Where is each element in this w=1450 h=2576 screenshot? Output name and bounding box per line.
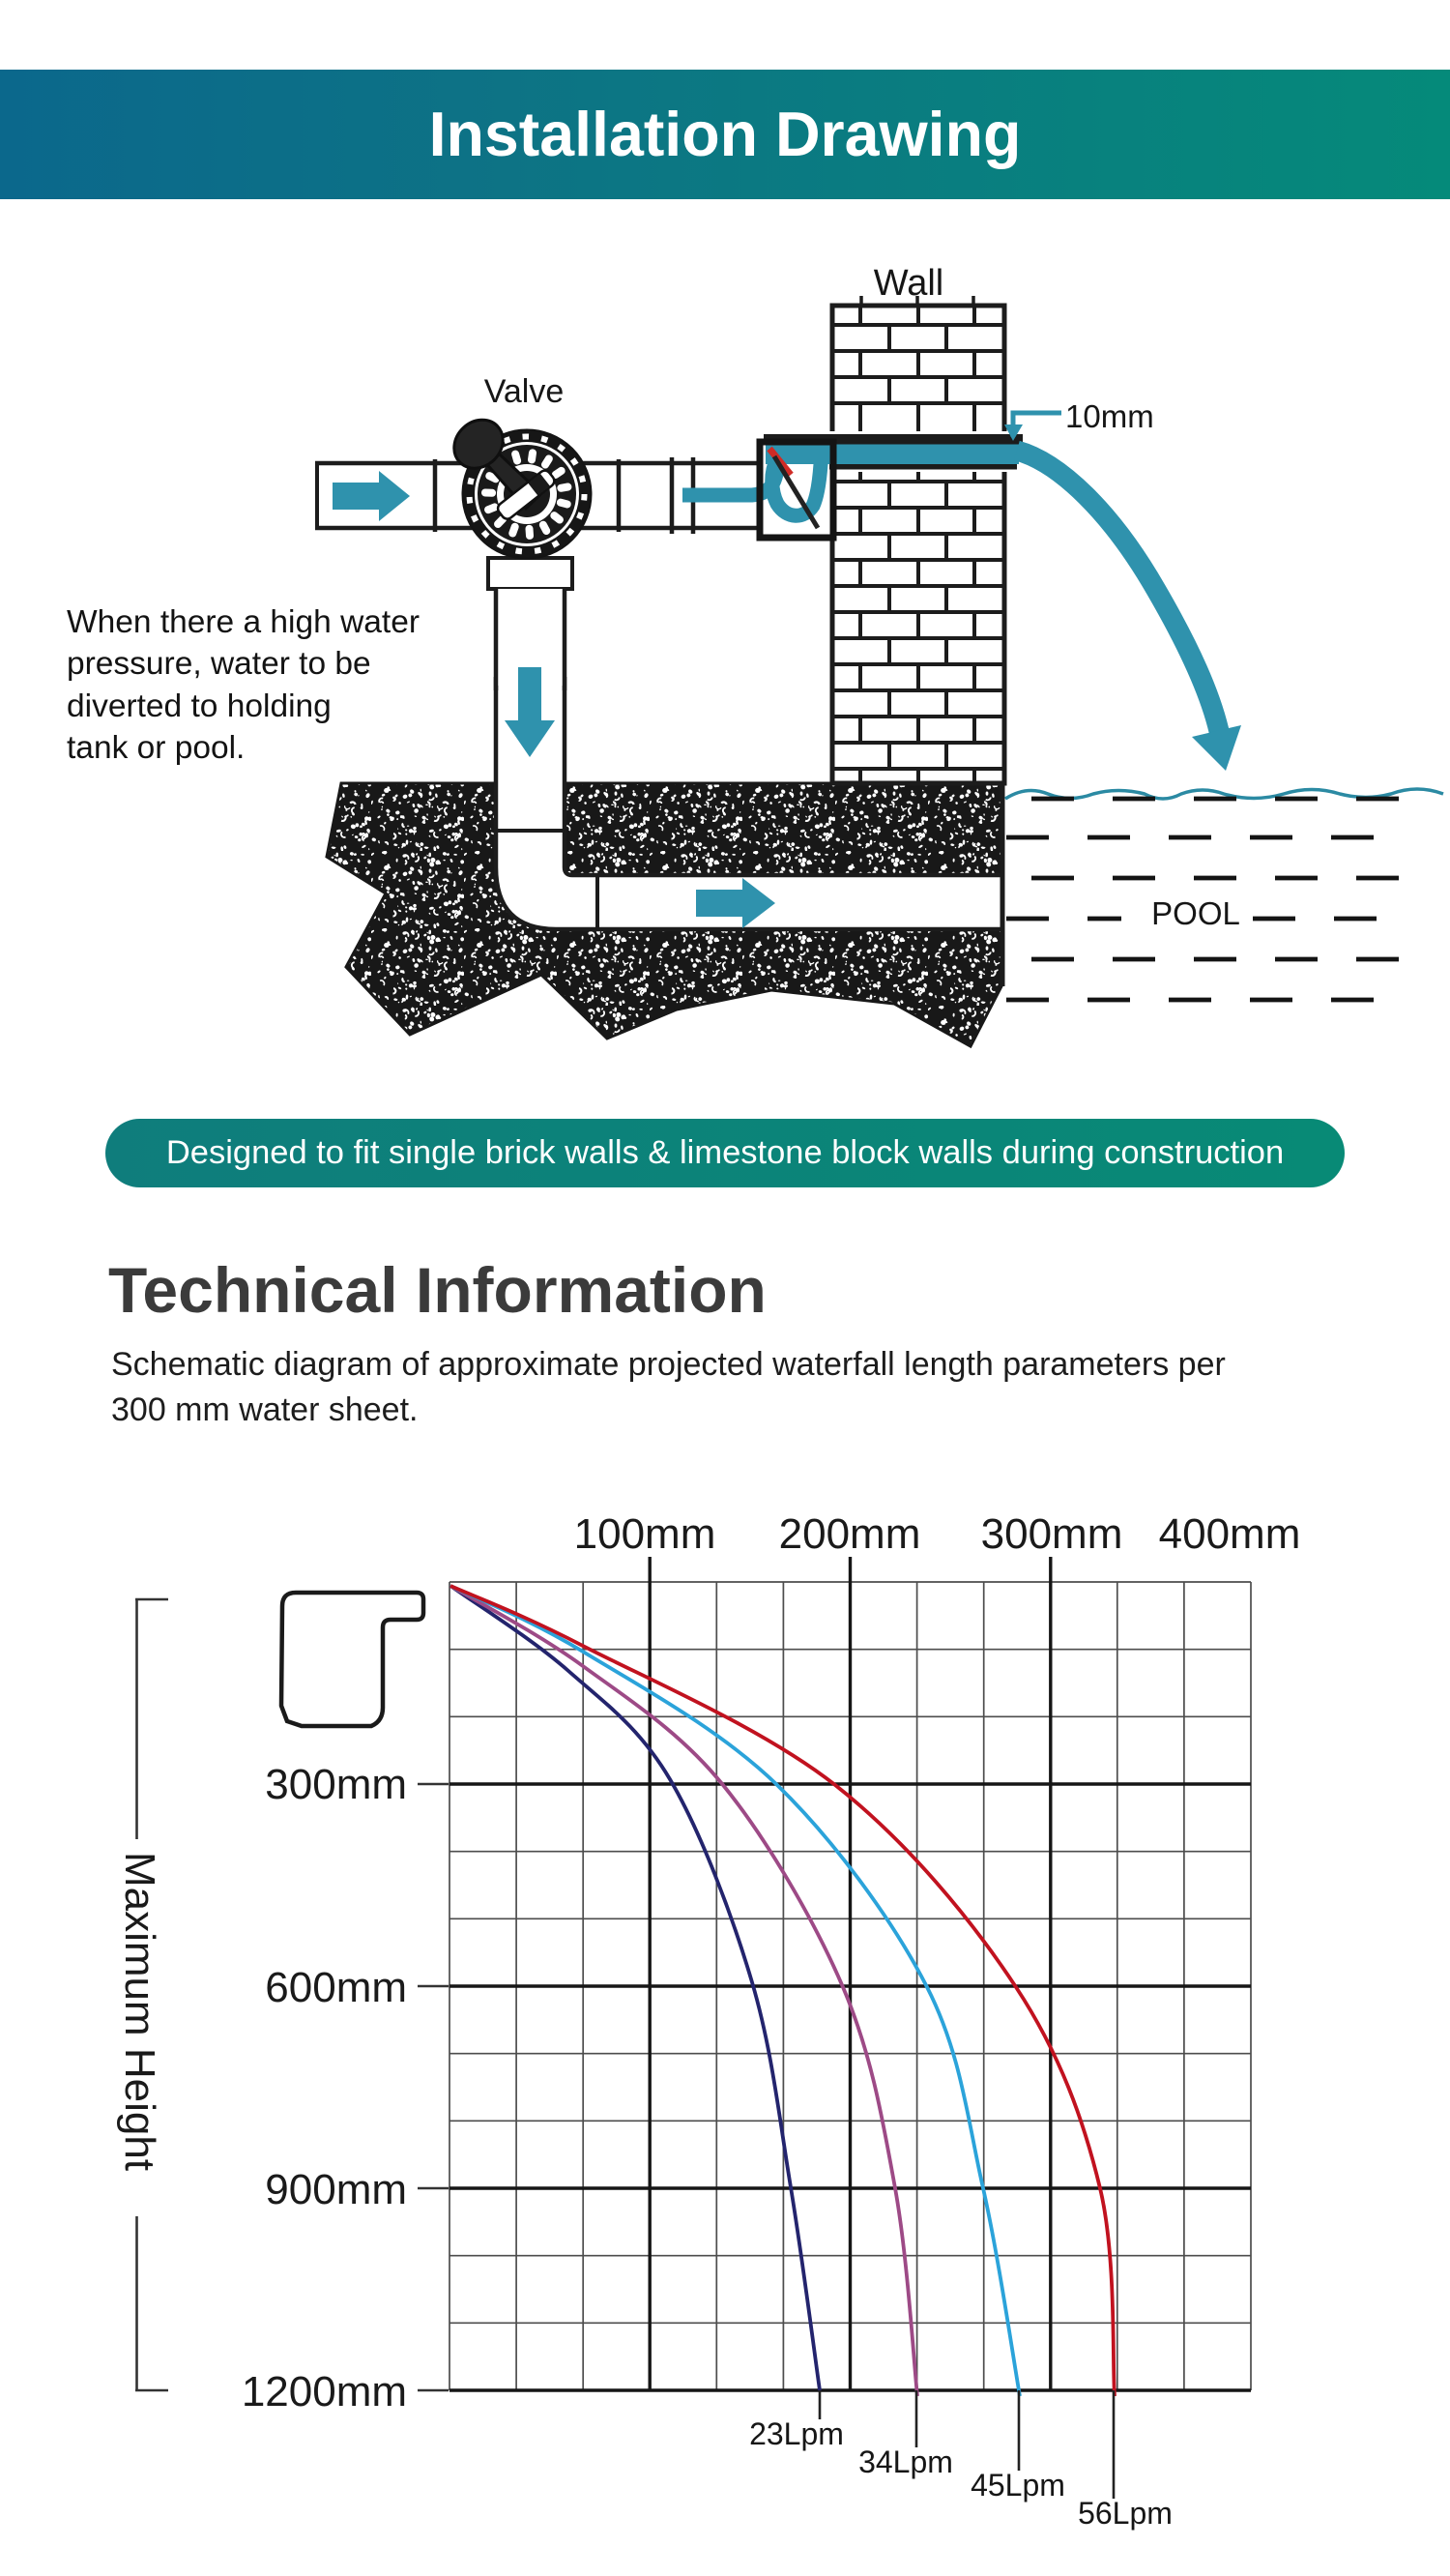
svg-text:10mm: 10mm <box>1065 398 1154 434</box>
svg-text:45Lpm: 45Lpm <box>971 2468 1065 2503</box>
svg-text:Maximum Height: Maximum Height <box>116 1852 163 2171</box>
svg-text:Valve: Valve <box>484 373 565 410</box>
svg-text:56Lpm: 56Lpm <box>1078 2496 1173 2531</box>
svg-text:100mm: 100mm <box>574 1510 716 1558</box>
svg-text:200mm: 200mm <box>779 1510 921 1558</box>
svg-text:300mm: 300mm <box>265 1761 407 1808</box>
svg-text:pressure, water to be: pressure, water to be <box>67 646 371 682</box>
svg-text:900mm: 900mm <box>265 2166 407 2213</box>
svg-text:POOL: POOL <box>1151 895 1240 931</box>
svg-text:23Lpm: 23Lpm <box>749 2416 844 2451</box>
svg-text:When there a high water: When there a high water <box>67 604 420 640</box>
svg-text:Wall: Wall <box>874 263 943 304</box>
svg-text:1200mm: 1200mm <box>242 2368 407 2415</box>
svg-text:34Lpm: 34Lpm <box>858 2444 953 2479</box>
svg-text:diverted to holding: diverted to holding <box>67 688 332 724</box>
svg-text:tank or pool.: tank or pool. <box>67 730 245 766</box>
svg-text:300mm: 300mm <box>981 1510 1123 1558</box>
svg-text:600mm: 600mm <box>265 1964 407 2011</box>
svg-text:400mm: 400mm <box>1159 1510 1301 1558</box>
